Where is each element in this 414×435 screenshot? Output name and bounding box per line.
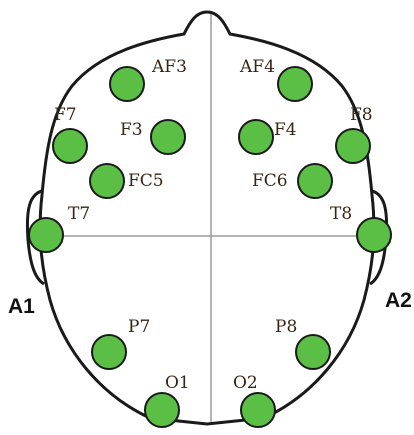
electrode-o1-label: O1 <box>165 373 190 393</box>
electrode-af4-label: AF4 <box>239 57 275 77</box>
electrode-f4-label: F4 <box>274 120 297 140</box>
electrode-af4: AF4 <box>239 57 313 102</box>
electrode-af4-marker <box>277 66 313 102</box>
electrode-f7-marker <box>52 128 88 164</box>
electrode-t7: T7 <box>28 204 90 253</box>
electrode-f7: F7 <box>52 105 88 164</box>
electrode-p7-marker <box>91 334 127 370</box>
electrode-p8: P8 <box>275 317 331 370</box>
electrode-fc6: FC6 <box>252 163 333 199</box>
electrode-f7-label: F7 <box>54 105 77 125</box>
left-ear <box>25 188 47 286</box>
electrode-fc6-marker <box>297 163 333 199</box>
electrode-t8-marker <box>356 217 392 253</box>
electrode-fc5: FC5 <box>89 163 164 199</box>
electrode-o1-marker <box>144 392 180 428</box>
electrode-fc6-label: FC6 <box>252 171 288 191</box>
electrode-t8: T8 <box>330 204 392 253</box>
electrode-f3-marker <box>150 119 186 155</box>
electrode-fc5-label: FC5 <box>128 171 164 191</box>
electrode-af3-marker <box>109 66 145 102</box>
head-outline <box>38 10 376 426</box>
electrode-af3: AF3 <box>109 57 187 102</box>
electrode-t7-marker <box>28 217 64 253</box>
electrode-p8-label: P8 <box>275 317 297 337</box>
electrode-af3-label: AF3 <box>151 57 187 77</box>
electrode-f4: F4 <box>238 119 297 155</box>
reference-a1-label: A1 <box>8 295 35 318</box>
electrode-fc5-marker <box>89 163 125 199</box>
electrode-t7-label: T7 <box>68 204 90 224</box>
electrode-o2-marker <box>240 392 276 428</box>
reference-layer: A1 A2 <box>8 289 412 318</box>
electrode-t8-label: T8 <box>330 204 352 224</box>
electrode-p7-label: P7 <box>128 317 150 337</box>
electrode-p7: P7 <box>91 317 150 370</box>
electrode-o1: O1 <box>144 373 190 428</box>
electrode-f3: F3 <box>120 119 186 155</box>
electrode-p8-marker <box>295 334 331 370</box>
electrode-f3-label: F3 <box>120 120 143 140</box>
electrode-f4-marker <box>238 119 274 155</box>
electrode-f8-label: F8 <box>350 105 373 125</box>
electrode-f8: F8 <box>335 105 373 164</box>
reference-a2-label: A2 <box>385 289 412 312</box>
electrode-o2: O2 <box>233 373 276 428</box>
electrode-o2-label: O2 <box>233 373 258 393</box>
electrode-f8-marker <box>335 128 371 164</box>
